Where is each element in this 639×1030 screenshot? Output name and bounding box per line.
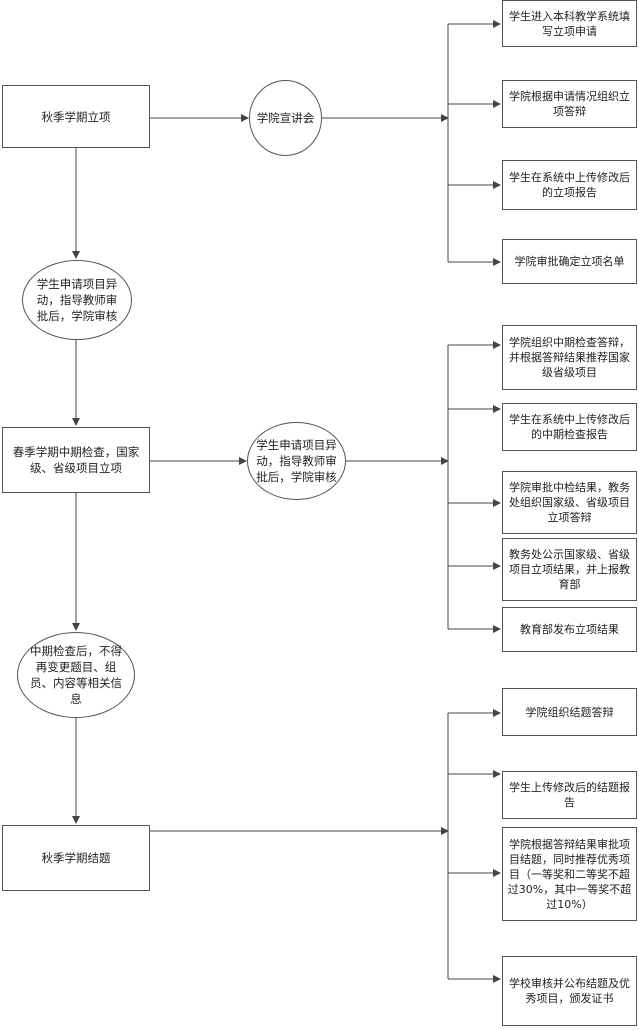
step-g3-2: 学生上传修改后的结题报告 (502, 771, 637, 819)
step-g1-4: 学院审批确定立项名单 (502, 239, 637, 284)
stage-autumn-start: 秋季学期立项 (2, 85, 150, 148)
step-g3-1: 学院组织结题答辩 (502, 688, 637, 736)
step-g2-1: 学院组织中期检查答辩，并根据答辩结果推荐国家级省级项目 (502, 325, 637, 390)
step-g1-3: 学生在系统中上传修改后的立项报告 (502, 160, 637, 210)
step-g2-5: 教育部发布立项结果 (502, 607, 637, 652)
ellipse-briefing: 学院宣讲会 (249, 80, 322, 156)
step-g1-2: 学院根据申请情况组织立项答辩 (502, 80, 637, 128)
ellipse-change-2: 学生申请项目异动，指导教师审批后，学院审核 (247, 422, 346, 500)
step-g3-4: 学校审核并公布结题及优秀项目，颁发证书 (502, 956, 637, 1026)
stage-spring-mid: 春季学期中期检查，国家级、省级项目立项 (2, 427, 150, 493)
step-g2-2: 学生在系统中上传修改后的中期检查报告 (502, 403, 637, 451)
step-g2-3: 学院审批中检结果，教务处组织国家级、省级项目立项答辩 (502, 471, 637, 534)
step-g3-3: 学院根据答辩结果审批项目结题，同时推荐优秀项目（一等奖和二等奖不超过30%，其中… (502, 827, 637, 921)
step-g1-1: 学生进入本科教学系统填写立项申请 (502, 0, 637, 47)
ellipse-no-change: 中期检查后，不得再变更题目、组员、内容等相关信息 (17, 632, 135, 718)
ellipse-change-1: 学生申请项目异动，指导教师审批后，学院审核 (22, 260, 132, 340)
stage-autumn-end: 秋季学期结题 (2, 825, 150, 891)
step-g2-4: 教务处公示国家级、省级项目立项结果，并上报教育部 (502, 538, 637, 601)
